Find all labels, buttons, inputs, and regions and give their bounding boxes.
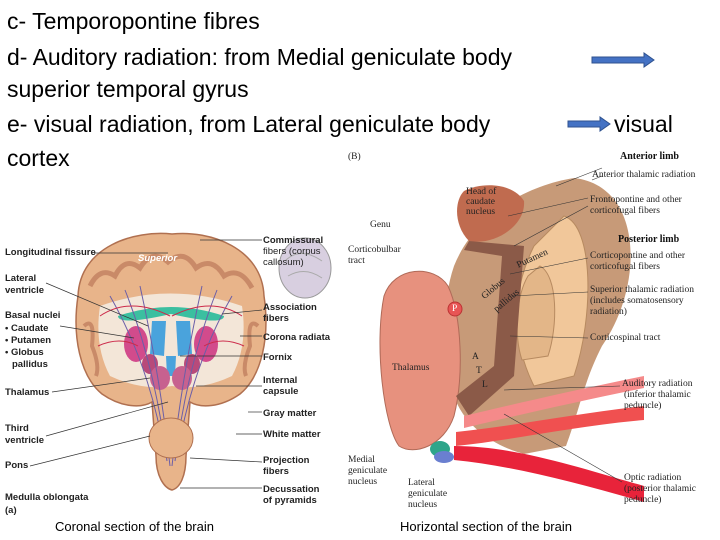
label-pons: Pons xyxy=(5,460,29,471)
label-basal-nuclei: Basal nuclei xyxy=(5,310,61,321)
label-auditory-radiation: Auditory radiation xyxy=(622,379,693,389)
label-panel-a: (a) xyxy=(5,505,17,516)
label-corticopontine: Corticopontine and other xyxy=(590,251,685,261)
label-caudate: • Caudate xyxy=(5,323,49,334)
label-peduncle-optic: peduncle) xyxy=(624,495,662,505)
label-atl-t: T xyxy=(476,366,482,376)
label-projection-fibers: fibers xyxy=(263,466,289,477)
label-white-matter: White matter xyxy=(263,429,321,440)
label-lateral-geniculate: geniculate xyxy=(408,489,448,499)
label-inferior-thalamic: (inferior thalamic xyxy=(624,390,691,400)
label-atl-l: L xyxy=(482,380,488,390)
label-putamen: • Putamen xyxy=(5,335,52,346)
label-lateral: Lateral xyxy=(408,478,435,488)
label-third: Third xyxy=(5,423,29,434)
label-decussation: Decussation xyxy=(263,484,320,495)
label-ventricle: ventricle xyxy=(5,285,45,296)
label-corticobulbar-tract: tract xyxy=(348,256,365,266)
label-genu: Genu xyxy=(370,220,391,230)
visual-word: visual xyxy=(614,111,673,137)
slide-line-d-cont: superior temporal gyrus xyxy=(7,76,249,102)
label-third-ventricle: ventricle xyxy=(5,435,45,446)
label-thalamus: Thalamus xyxy=(5,387,50,398)
label-globus: • Globus xyxy=(5,347,44,358)
label-includes-somatosensory: (includes somatosensory xyxy=(590,296,684,306)
label-medial-geniculate: geniculate xyxy=(348,466,388,476)
label-fornix: Fornix xyxy=(263,352,293,363)
label-head-of: Head of xyxy=(466,187,497,197)
slide-line-e-cont: cortex xyxy=(7,145,70,171)
label-frontopontine-fibers: corticofugal fibers xyxy=(590,206,660,216)
label-capsule: capsule xyxy=(263,386,299,397)
label-lateral-nucleus: nucleus xyxy=(408,500,438,510)
label-superior-thalamic-radiation: Superior thalamic radiation xyxy=(590,285,694,295)
right-arrow-icon xyxy=(567,116,611,132)
label-corticobulbar: Corticobulbar xyxy=(348,245,401,255)
horizontal-section-panel: (B) Anterior limb Posterior limb Head of… xyxy=(344,146,720,522)
label-projection: Projection xyxy=(263,455,310,466)
horizontal-brain-illustration xyxy=(379,167,644,502)
label-posterior-limb: Posterior limb xyxy=(618,234,680,245)
label-posterior-thalamic: (posterior thalamic xyxy=(624,484,697,494)
slide-line-e: e- visual radiation, from Lateral genicu… xyxy=(7,111,491,137)
label-frontopontine: Frontopontine and other xyxy=(590,195,682,205)
label-longitudinal-fissure: Longitudinal fissure xyxy=(5,247,96,258)
label-association: Association xyxy=(263,302,317,313)
slide-line-d: d- Auditory radiation: from Medial genic… xyxy=(7,44,513,70)
coronal-section-panel: Longitudinal fissure Lateral ventricle B… xyxy=(0,226,340,516)
right-arrow-icon xyxy=(591,52,655,68)
label-corticospinal-tract: Corticospinal tract xyxy=(590,333,661,343)
label-pallidus: pallidus xyxy=(12,359,48,370)
label-association-fibers: fibers xyxy=(263,313,289,324)
label-internal: Internal xyxy=(263,375,298,386)
label-atl-a: A xyxy=(472,352,479,362)
label-medulla-oblongata: Medulla oblongata xyxy=(5,492,89,503)
label-anterior-limb: Anterior limb xyxy=(620,151,679,162)
label-lateral: Lateral xyxy=(5,273,37,284)
label-p: P xyxy=(452,304,458,314)
label-peduncle-auditory: peduncle) xyxy=(624,401,662,411)
horizontal-caption: Horizontal section of the brain xyxy=(400,519,572,534)
label-caudate-nucleus: nucleus xyxy=(466,207,496,217)
label-callosum: callosum) xyxy=(263,257,304,268)
label-optic-radiation: Optic radiation xyxy=(624,473,682,483)
label-corticopontine-fibers: corticofugal fibers xyxy=(590,262,660,272)
label-fibers-corpus: fibers (corpus xyxy=(263,246,321,257)
label-of-pyramids: of pyramids xyxy=(263,495,317,506)
label-medial-nucleus: nucleus xyxy=(348,477,378,487)
label-radiation: radiation) xyxy=(590,307,627,317)
label-corona-radiata: Corona radiata xyxy=(263,332,331,343)
slide-line-c: c- Temporopontine fibres xyxy=(7,8,260,34)
label-panel-b: (B) xyxy=(348,152,361,162)
label-medial: Medial xyxy=(348,455,375,465)
label-thalamus: Thalamus xyxy=(392,363,430,373)
label-commissural: Commissural xyxy=(263,235,324,246)
label-gray-matter: Gray matter xyxy=(263,408,317,419)
label-anterior-thalamic-radiation: Anterior thalamic radiation xyxy=(592,170,696,180)
coronal-caption: Coronal section of the brain xyxy=(55,519,214,534)
coronal-brain-illustration xyxy=(29,232,332,491)
label-superior: Superior xyxy=(138,253,178,264)
label-caudate: caudate xyxy=(466,197,496,207)
